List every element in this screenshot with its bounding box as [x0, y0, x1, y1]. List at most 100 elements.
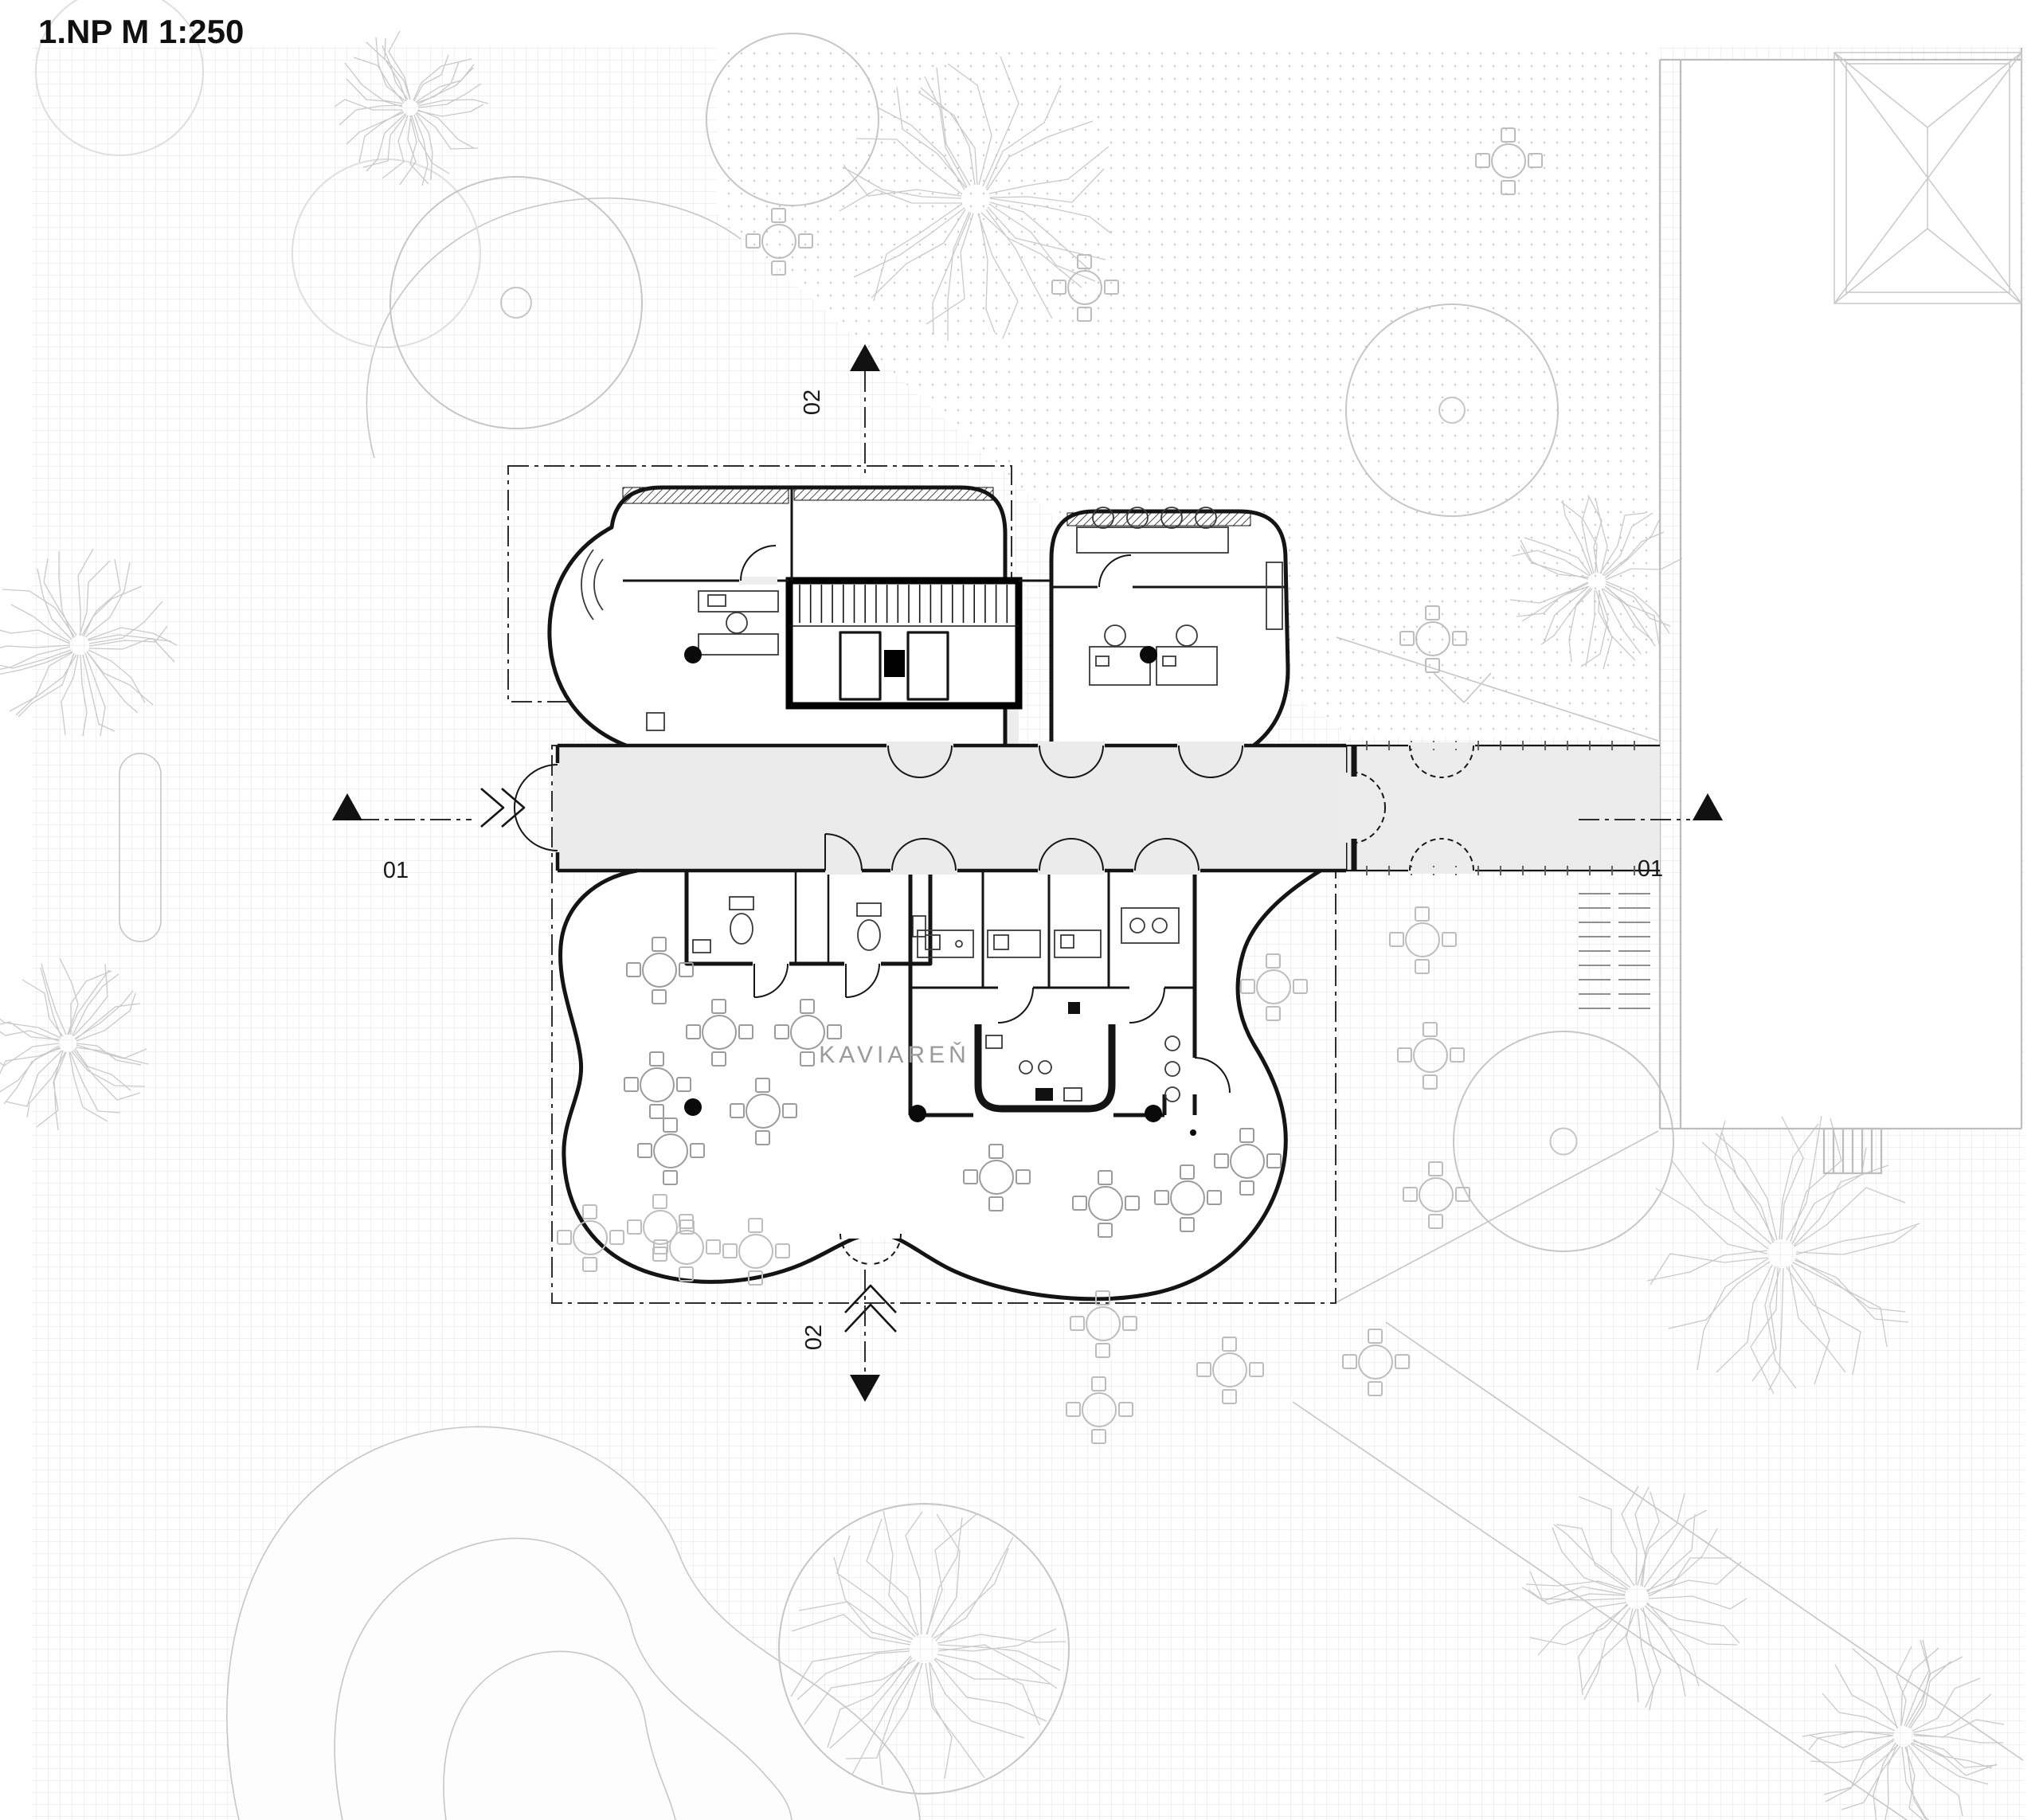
- door: [837, 1228, 904, 1265]
- chair: [1126, 507, 1149, 529]
- shaft: [884, 650, 905, 677]
- section-marker-01-right: 01: [1579, 793, 1723, 882]
- terrace-tables: [557, 127, 1543, 1444]
- column: [1145, 1105, 1162, 1122]
- section-label: 01: [1638, 856, 1663, 882]
- chair: [1092, 507, 1114, 529]
- left-wing-furniture: [581, 549, 779, 731]
- right-wing-furniture: [1076, 507, 1283, 686]
- stool: [1164, 1035, 1180, 1051]
- path-diagonals: [1292, 1321, 2024, 1820]
- column: [1140, 646, 1157, 663]
- door: [1177, 742, 1244, 778]
- tree: [1509, 495, 1683, 670]
- hatched-wall-1: [622, 487, 789, 504]
- bar-equipment: [985, 1035, 1003, 1049]
- bar-stool: [1038, 1060, 1052, 1074]
- bar-equipment: [1035, 1088, 1053, 1101]
- chair: [1195, 507, 1217, 529]
- desk: [698, 590, 779, 613]
- door: [753, 960, 789, 998]
- mound-contour-3: [443, 1650, 676, 1820]
- section-marker-01-left: 01: [332, 793, 472, 883]
- mound-fill: [226, 1427, 920, 1820]
- wc-block: [684, 871, 933, 966]
- tree: [0, 548, 178, 737]
- faucet: [955, 940, 963, 948]
- cafe-blob-fill: [560, 871, 1321, 1299]
- door: [1133, 838, 1200, 875]
- toilet: [730, 913, 753, 945]
- table-with-chairs: [1475, 127, 1543, 195]
- stipple-area: [717, 46, 1658, 737]
- sink: [912, 915, 926, 937]
- table-with-chairs: [1397, 1022, 1465, 1090]
- mound-contour-2: [334, 1537, 793, 1820]
- stair-core: [785, 577, 1023, 710]
- burner: [1129, 918, 1145, 933]
- mound-contour-1: [226, 1426, 921, 1820]
- door: [1190, 1057, 1231, 1094]
- elevator-2: [906, 631, 949, 701]
- stool: [1164, 1086, 1180, 1102]
- section-marker-02-top: 02: [800, 344, 880, 476]
- table-with-chairs: [1399, 605, 1467, 673]
- table-with-chairs: [1214, 1128, 1282, 1196]
- tree: [334, 30, 489, 186]
- table-with-chairs: [1342, 1329, 1410, 1396]
- door: [1098, 554, 1133, 591]
- door: [1038, 742, 1105, 778]
- roof-structure: [1834, 52, 2022, 304]
- section-label: 01: [383, 858, 409, 883]
- chair: [726, 612, 748, 634]
- column: [684, 646, 702, 663]
- chair: [1160, 507, 1183, 529]
- desk-monitor: [1162, 656, 1176, 667]
- tree: [778, 1503, 1070, 1795]
- tree: [0, 957, 149, 1131]
- table-with-chairs: [557, 1204, 624, 1272]
- door: [1340, 771, 1386, 844]
- tree: [1646, 1115, 1920, 1395]
- bike-racks: [1579, 893, 1650, 1009]
- elevator-1: [839, 631, 882, 701]
- table-with-chairs: [722, 1218, 790, 1286]
- counter-sink: [925, 934, 941, 950]
- counter-sink: [1060, 934, 1074, 949]
- door: [1038, 838, 1105, 875]
- table-with-chairs: [730, 1078, 797, 1145]
- door: [997, 984, 1034, 1024]
- cabinet: [646, 712, 665, 731]
- desk-monitor: [707, 594, 726, 607]
- table-with-chairs: [1154, 1164, 1222, 1232]
- section-arrow: [850, 344, 880, 371]
- tree: [839, 56, 1112, 341]
- counter-sink: [993, 934, 1009, 950]
- kitchen-block: [908, 871, 1197, 1117]
- column: [684, 1098, 702, 1116]
- table-with-chairs: [624, 1051, 691, 1119]
- sink: [692, 939, 711, 953]
- walkway-edges: [1346, 744, 1660, 872]
- table-with-chairs: [1403, 1161, 1470, 1229]
- walkway-floor: [1346, 746, 1660, 871]
- section-label: 02: [800, 389, 825, 415]
- door: [886, 742, 953, 778]
- table-with-chairs: [1066, 1376, 1133, 1444]
- curved-bench: [581, 549, 604, 620]
- plaza-diagonals: [1336, 636, 1659, 1303]
- door: [1408, 742, 1475, 778]
- tree: [35, 0, 204, 156]
- toilet: [857, 919, 881, 951]
- chair: [1104, 624, 1126, 647]
- stair-treads: [799, 585, 1008, 623]
- table-with-chairs: [1389, 906, 1457, 974]
- door: [890, 838, 957, 875]
- table-with-chairs: [1240, 953, 1308, 1021]
- main-building: [480, 485, 1475, 1333]
- table-with-chairs: [626, 937, 694, 1004]
- desk: [1156, 646, 1218, 686]
- table-with-chairs: [637, 1117, 705, 1185]
- table-with-chairs: [1051, 254, 1119, 322]
